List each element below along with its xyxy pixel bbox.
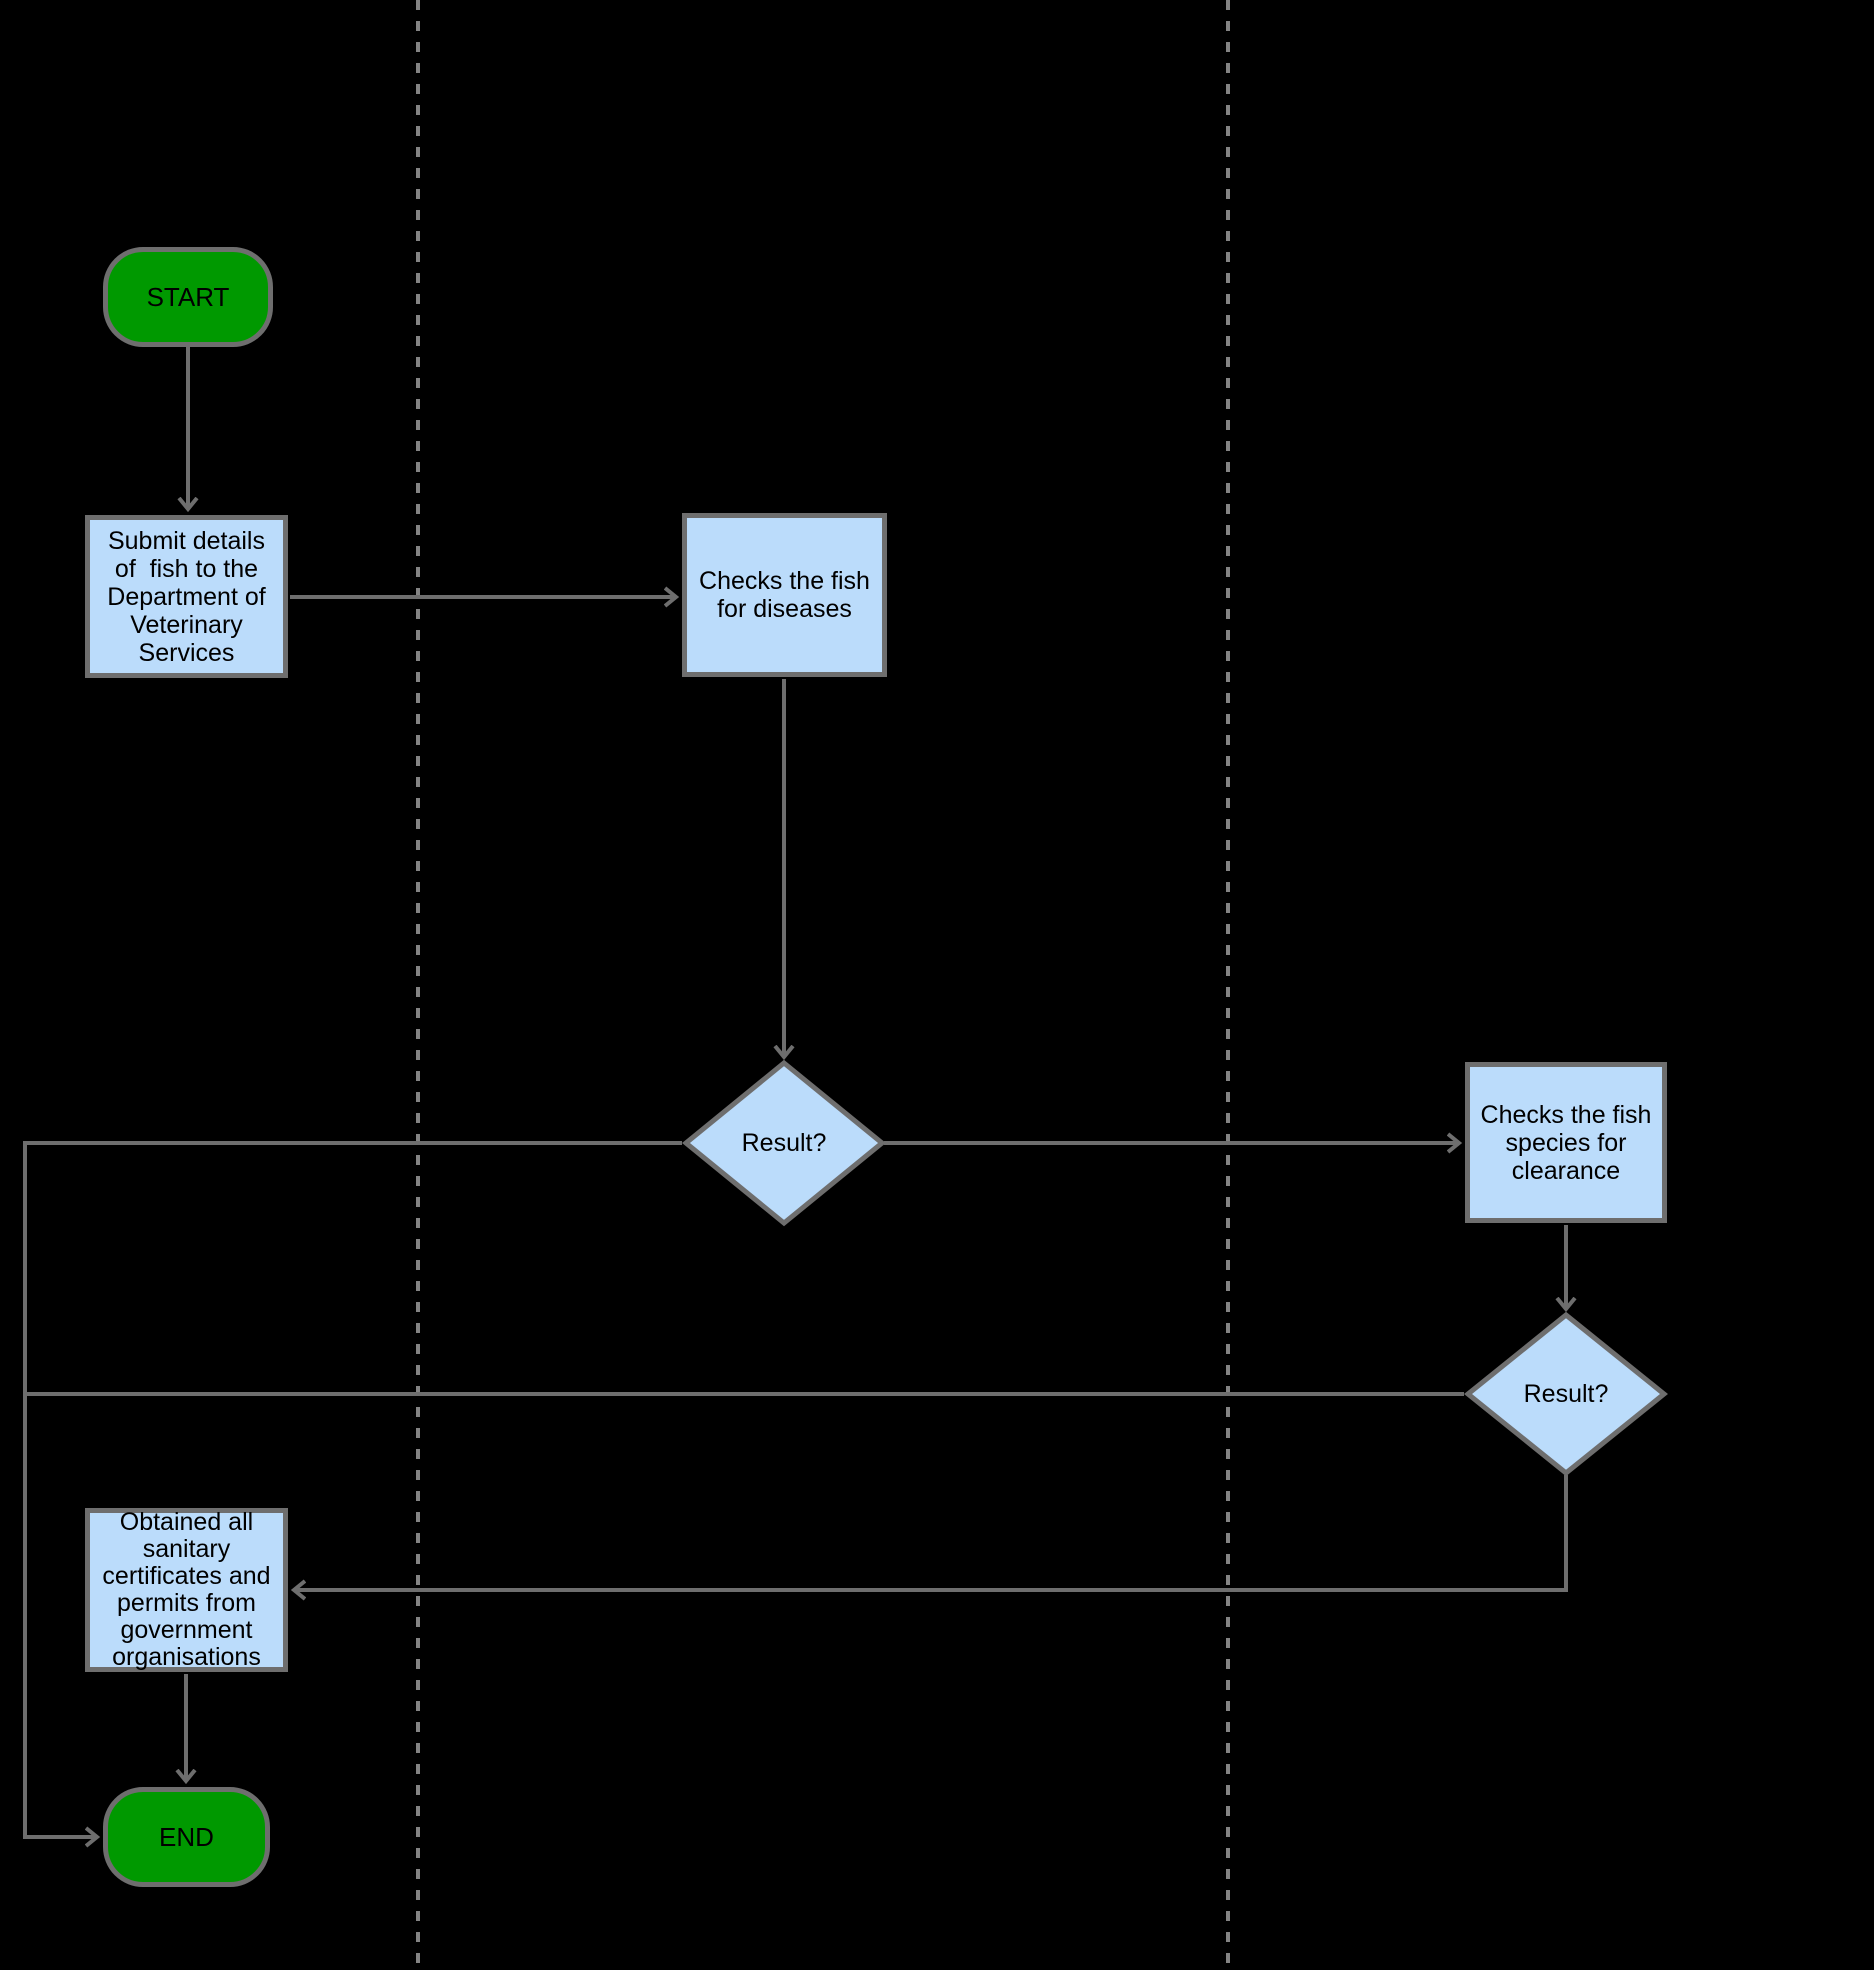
start-node-label: START <box>146 282 230 312</box>
process-check-species-label: Checks the fish species for clearance <box>1480 1100 1652 1185</box>
start-node: START <box>103 247 273 347</box>
decision-result-species-shape <box>1464 1311 1668 1477</box>
end-node-label: END <box>159 1822 214 1852</box>
connector-result2-to-obtained <box>296 1475 1568 1590</box>
process-obtained-certificates-label: Obtained all sanitary certificates and p… <box>102 1508 271 1671</box>
process-check-diseases-label: Checks the fish for diseases <box>699 567 870 623</box>
process-submit-details: Submit details of fish to the Department… <box>85 515 288 678</box>
decision-result-species: Result? <box>1468 1315 1664 1473</box>
decision-result-diseases-shape <box>682 1059 886 1227</box>
end-node: END <box>103 1787 270 1887</box>
decision-result-diseases: Result? <box>686 1063 882 1223</box>
process-obtained-certificates: Obtained all sanitary certificates and p… <box>85 1508 288 1672</box>
decision-result-species-label: Result? <box>1523 1379 1609 1408</box>
connector-result-no-to-end <box>23 1141 682 1837</box>
process-check-species: Checks the fish species for clearance <box>1465 1062 1667 1223</box>
decision-result-diseases-label: Result? <box>741 1128 827 1157</box>
process-check-diseases: Checks the fish for diseases <box>682 513 887 677</box>
process-submit-details-label: Submit details of fish to the Department… <box>107 526 266 667</box>
